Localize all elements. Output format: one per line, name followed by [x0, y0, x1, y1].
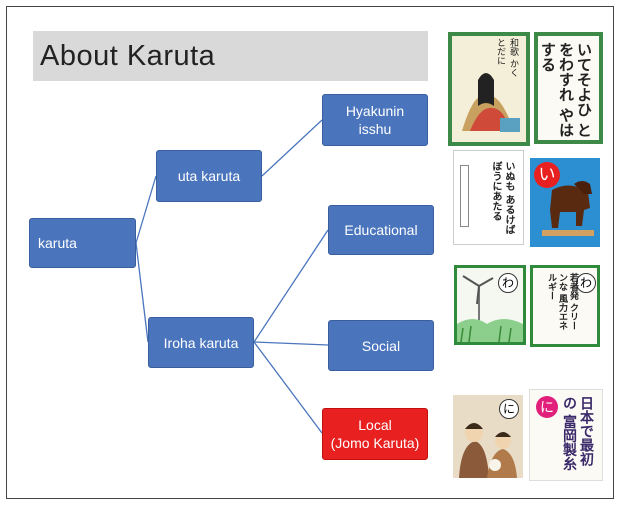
node-local-jomo-karuta: Local (Jomo Karuta)	[322, 408, 428, 460]
hyakunin-reading-card-art	[452, 36, 526, 142]
node-karuta: karuta	[29, 218, 136, 268]
connector-iroha-social	[253, 341, 329, 346]
local-text-card-text: 日本で最初の 富岡製糸	[561, 396, 594, 471]
social-text-card: わ 若者発 クリーンな 風力エネルギー	[530, 265, 600, 347]
social-picture-card: わ	[454, 265, 526, 345]
dog-picture-icon	[530, 150, 600, 247]
node-social-label: Social	[361, 337, 401, 354]
connector-karuta-uta	[135, 175, 157, 244]
local-picture-card: に	[453, 395, 523, 478]
node-educational-label: Educational	[344, 222, 418, 238]
local-picture-card-char: に	[499, 399, 519, 419]
educational-picture-card: い	[530, 150, 600, 247]
node-educational: Educational	[328, 205, 434, 255]
educational-text-card-text: いぬも あるけば ぼうにあたる	[490, 161, 514, 235]
slide-title: About Karuta	[40, 40, 216, 72]
connector-iroha-educational	[253, 229, 329, 343]
social-text-card-text: 若者発 クリーンな 風力エネルギー	[546, 273, 578, 331]
windmill-picture-icon	[457, 268, 523, 342]
title-bar	[33, 31, 428, 81]
hyakunin-reading-card: 和歌 かくとだに	[448, 32, 530, 146]
local-text-card-char: に	[536, 396, 558, 418]
hyakunin-grabbing-card: いてそよひ とをわすれ やはする	[534, 32, 603, 144]
local-text-card: に 日本で最初の 富岡製糸	[529, 389, 603, 481]
node-uta-karuta-label: uta karuta	[177, 168, 241, 184]
node-uta-karuta: uta karuta	[156, 150, 262, 202]
social-picture-card-char: わ	[498, 273, 518, 293]
node-hyakunin-isshu-label: Hyakunin isshu	[345, 103, 405, 137]
node-iroha-karuta: Iroha karuta	[148, 317, 254, 368]
hyakunin-reading-card-text: 和歌 かくとだに	[495, 38, 518, 77]
node-local-jomo-karuta-label: Local (Jomo Karuta)	[330, 417, 420, 451]
node-social: Social	[328, 320, 434, 371]
node-iroha-karuta-label: Iroha karuta	[163, 334, 239, 351]
educational-picture-card-char: い	[534, 162, 560, 188]
connector-uta-hyakunin	[261, 119, 323, 177]
hyakunin-grabbing-card-text: いてそよひ とをわすれ やはする	[539, 42, 593, 138]
connector-karuta-iroha	[135, 242, 149, 343]
educational-text-card: いぬも あるけば ぼうにあたる	[453, 150, 524, 245]
node-karuta-label: karuta	[38, 235, 77, 251]
social-text-card-char: わ	[576, 273, 596, 293]
connector-iroha-local	[253, 341, 323, 434]
node-hyakunin-isshu: Hyakunin isshu	[322, 94, 428, 146]
